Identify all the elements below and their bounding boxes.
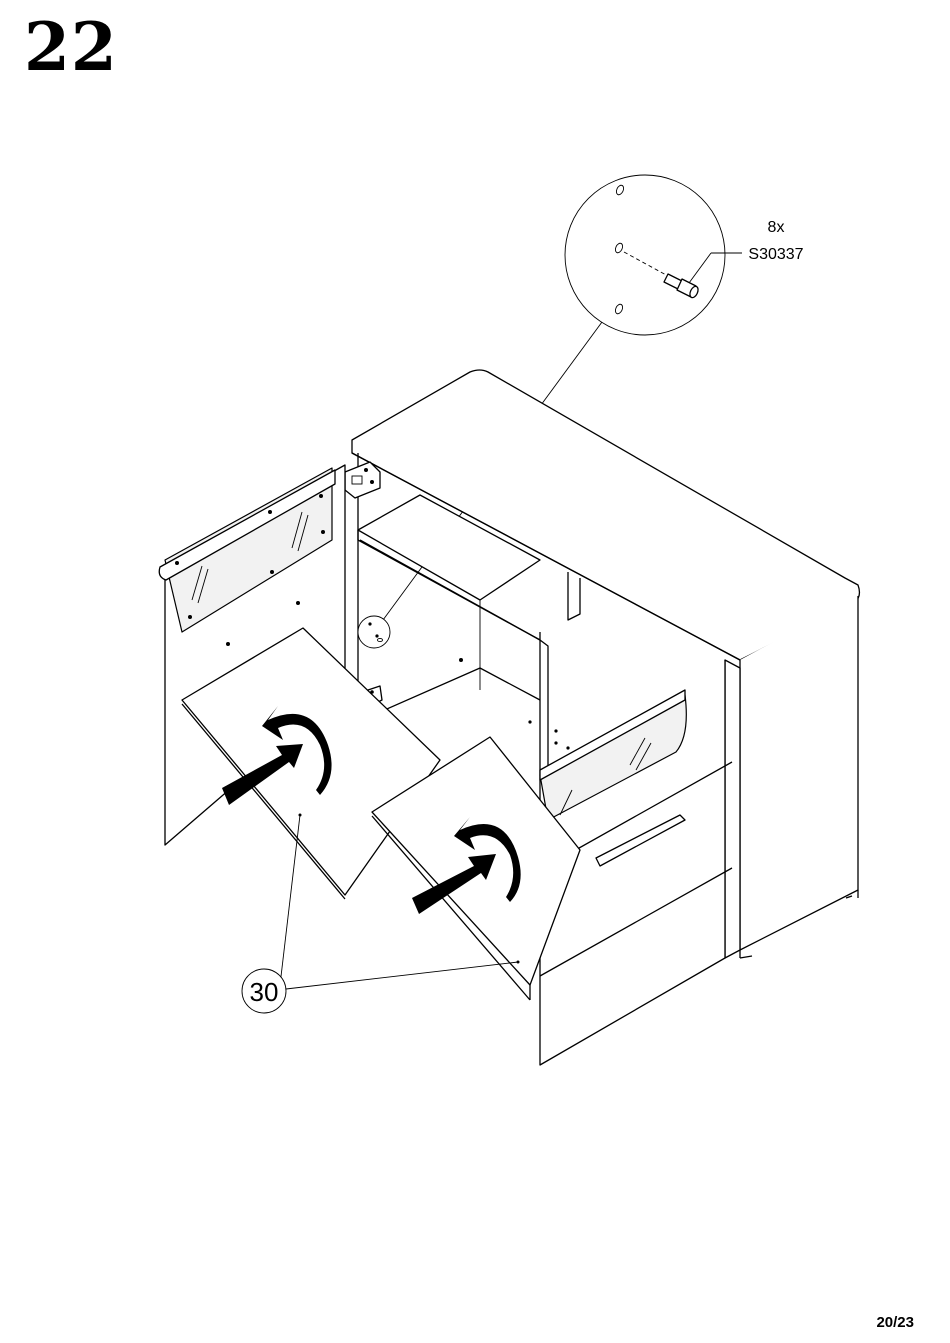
callout-leader-line xyxy=(280,815,300,985)
cabinet-body xyxy=(345,370,859,1065)
part-code-label: S30337 xyxy=(748,246,803,263)
quantity-label: 8x xyxy=(768,219,785,236)
detail-magnifier xyxy=(565,175,725,335)
page-number: 20/23 xyxy=(876,1314,914,1331)
callout-leader-line xyxy=(286,962,518,989)
part-callout-label: 30 xyxy=(250,977,279,1007)
hinge-icon xyxy=(345,462,380,498)
